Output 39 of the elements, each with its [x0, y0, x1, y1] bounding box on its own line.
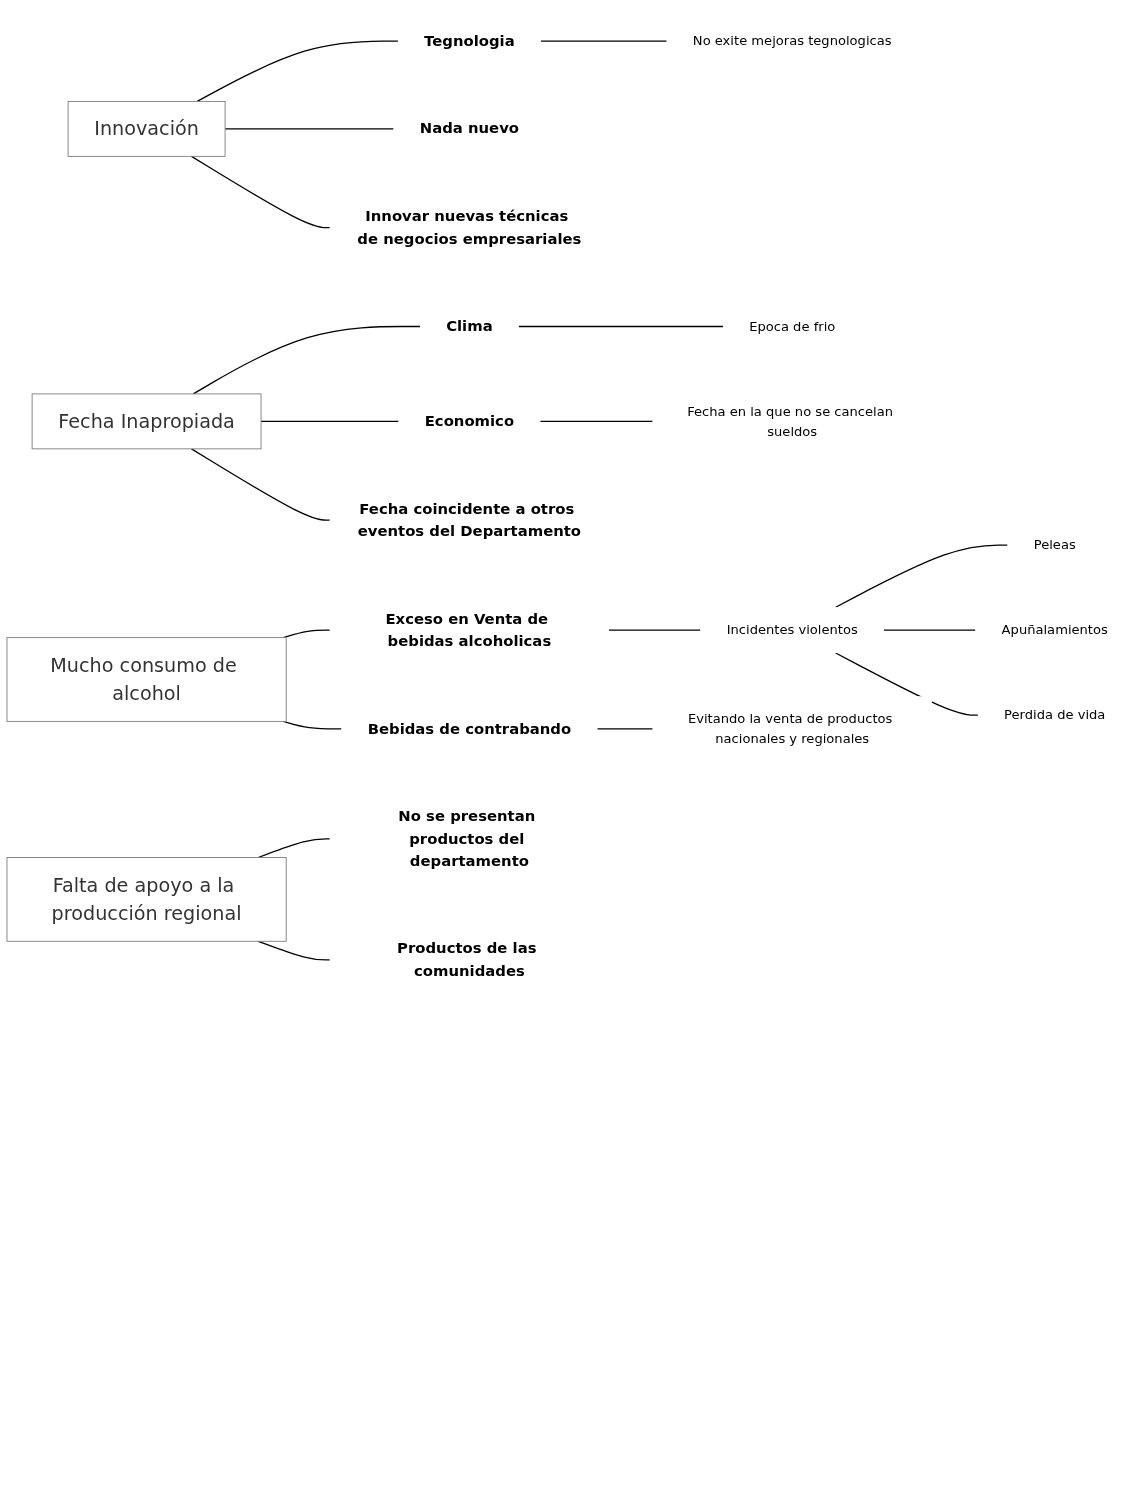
node-text: Nada nuevo — [419, 119, 520, 137]
connector — [835, 544, 1009, 608]
connector — [192, 325, 421, 395]
connector — [539, 420, 654, 423]
node-text: Productos de las comunidades — [397, 939, 537, 980]
node-text: Clima — [446, 317, 493, 335]
connector — [608, 629, 702, 631]
node-text: Incidentes violentos — [726, 622, 858, 638]
connector — [835, 652, 979, 716]
connector — [190, 155, 331, 229]
node-box: Fecha Inapropiada — [31, 393, 262, 450]
node-text: Exceso en Venta de bebidas alcoholicas — [385, 609, 552, 650]
node-text: Perdida de vida — [1004, 707, 1106, 723]
connector — [540, 40, 668, 42]
connector — [224, 128, 395, 130]
node-text: No se presentan productos del departamento — [398, 807, 536, 870]
connector — [518, 325, 724, 328]
node-text: Innovar nuevas técnicas de negocios empresariales — [357, 207, 582, 247]
node-text: Evitando la venta de productos nacionales y regionales — [687, 711, 893, 747]
connector — [257, 838, 331, 859]
connector — [260, 420, 400, 423]
node-text: Economico — [424, 412, 515, 430]
connector — [190, 448, 331, 521]
connector — [282, 720, 343, 730]
connector — [282, 629, 331, 639]
node-text: No exite mejoras tegnologicas — [692, 33, 892, 49]
node-text: Tegnologia — [424, 31, 515, 50]
node-box: Mucho consumo de alcohol — [6, 637, 287, 722]
connector — [196, 40, 399, 103]
node-text: Peleas — [1033, 536, 1076, 553]
node-box: Falta de apoyo a la producción regional — [6, 857, 287, 942]
connector — [883, 629, 977, 631]
connector — [596, 728, 654, 730]
node-box: Innovación — [67, 100, 226, 157]
node-text: Fecha coincidente a otros eventos del Departamento — [357, 499, 582, 540]
node-text: Bebidas de contrabando — [367, 719, 572, 737]
node-text: Apuñalamientos — [1001, 622, 1108, 638]
node-text: Fecha en la que no se cancelan sueldos — [687, 403, 894, 439]
node-text: Epoca de frio — [749, 318, 836, 335]
